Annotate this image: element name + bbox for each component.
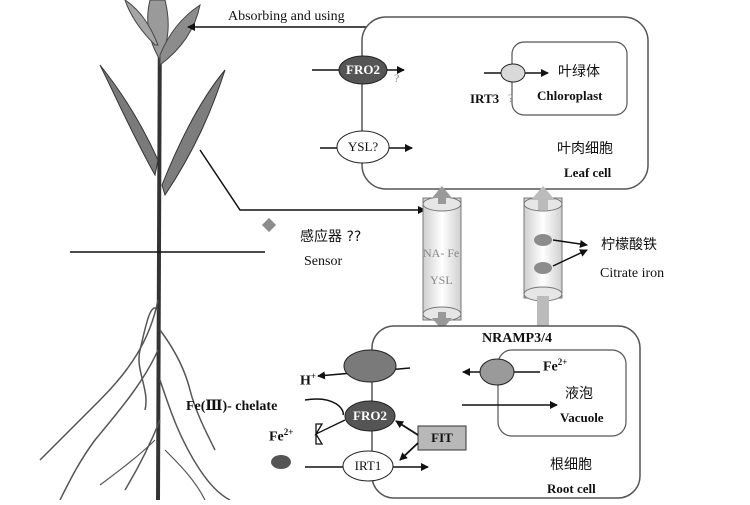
citrate-tube (523, 186, 588, 326)
nramp-protein (479, 358, 515, 386)
ysl-top-protein (336, 130, 390, 164)
fe2-hollow-arrow (314, 419, 346, 445)
irt3-question: ? (508, 91, 514, 105)
na-fe-tube (422, 186, 462, 330)
irt1-protein (342, 450, 394, 482)
leaf-cell-en-label: Leaf cell (564, 165, 612, 180)
chloroplast-en-label: Chloroplast (537, 88, 603, 103)
vacuole-en-label: Vacuole (560, 410, 604, 425)
fe3-chelate-label: Fe(Ⅲ)- chelate (186, 399, 278, 414)
fro2-top-label: FRO2 (346, 62, 380, 77)
citrate-en-label: Citrate iron (600, 266, 665, 281)
fit-box (417, 425, 467, 451)
ysl-mid-label: YSL (430, 273, 453, 287)
root-cell-en-label: Root cell (547, 481, 596, 496)
irt3-protein (500, 63, 526, 83)
fe2-left-label: Fe2+ (269, 427, 294, 445)
citrate-iron-dot-2 (534, 262, 552, 274)
fro2-top-protein (338, 55, 388, 85)
sensor-en-label: Sensor (304, 254, 343, 269)
na-fe-label: NA- Fe (423, 246, 460, 260)
fe2-dot (271, 455, 291, 469)
h-pump-protein (343, 349, 397, 383)
plant-illustration (39, 0, 265, 501)
sensor-cn-label: 感应器 ?? (300, 229, 362, 245)
fro2-bottom-protein (344, 400, 396, 432)
irt1-label: IRT1 (354, 458, 382, 473)
fro2-top-question: ? (394, 71, 400, 85)
leaf-cell-cn-label: 叶肉细胞 (557, 141, 613, 157)
vacuole-cn-label: 液泡 (565, 386, 593, 402)
irt3-label: IRT3 (470, 91, 500, 106)
chloroplast-cn-label: 叶绿体 (558, 64, 600, 80)
fro2-bottom-label: FRO2 (353, 408, 387, 423)
nramp-label: NRAMP3/4 (482, 331, 552, 346)
citrate-iron-dot-1 (534, 234, 552, 246)
absorbing-label: Absorbing and using (228, 9, 345, 24)
sensor-line (199, 149, 426, 214)
citrate-cn-label: 柠檬酸铁 (601, 237, 657, 253)
h-plus-label: H+ (300, 371, 317, 389)
sensor-diamond (261, 217, 277, 233)
root-cell-cn-label: 根细胞 (550, 457, 592, 473)
fit-label: FIT (431, 430, 453, 445)
fe2-vacuole-label: Fe2+ (543, 357, 568, 375)
ysl-top-label: YSL? (347, 139, 379, 154)
